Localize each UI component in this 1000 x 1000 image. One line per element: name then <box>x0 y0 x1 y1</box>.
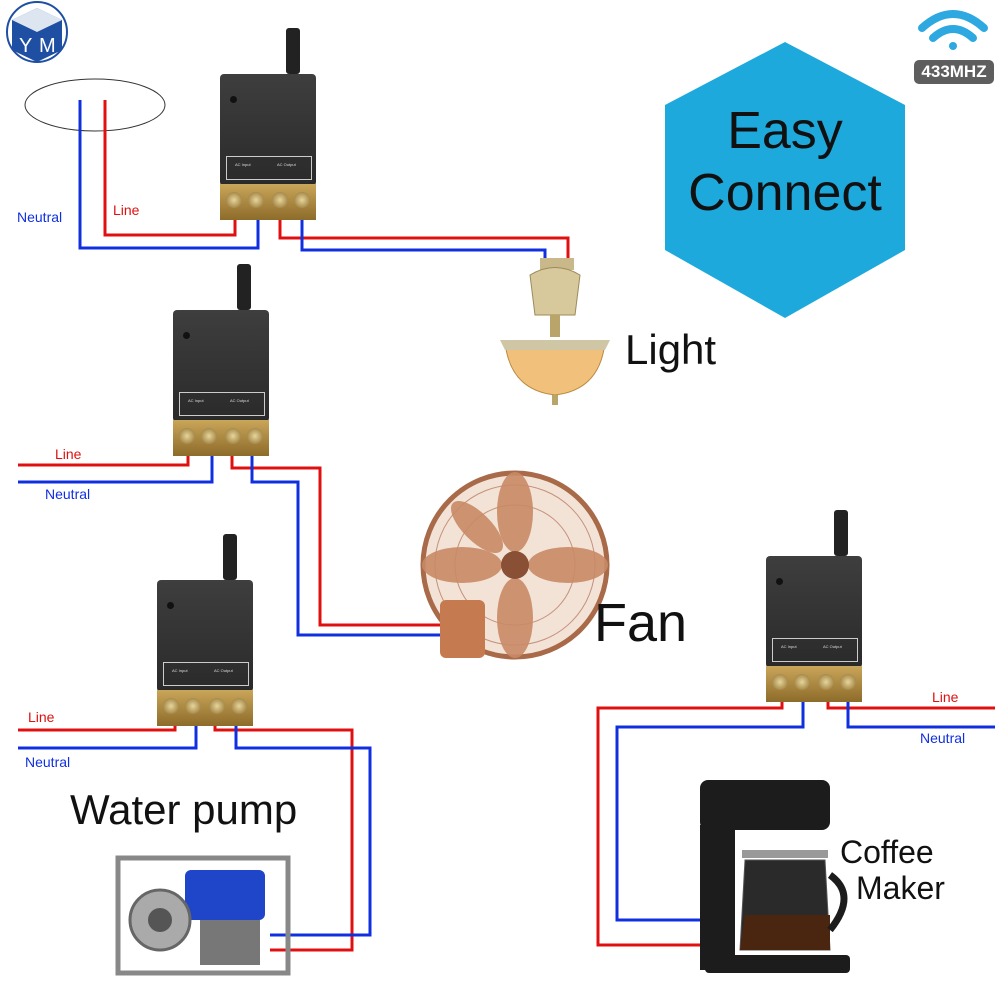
neutral-label: Neutral <box>920 730 966 746</box>
ceiling-lamp-fixture <box>24 78 166 132</box>
coffee-maker-image <box>700 780 850 973</box>
led-indicator <box>167 602 174 609</box>
neutral-wire <box>846 693 995 729</box>
ac-input-label: AC Input <box>235 162 251 167</box>
line-wire <box>213 718 354 952</box>
neutral-wire <box>250 450 440 637</box>
terminal-plate: AC Input AC Output <box>226 156 312 180</box>
line-wire <box>278 205 570 258</box>
ac-input-label: AC Input <box>172 668 188 673</box>
neutral-wire <box>18 718 198 750</box>
ac-output-label: AC Output <box>230 398 249 403</box>
headline-line-1: Easy <box>727 102 843 160</box>
neutral-wire <box>78 100 260 250</box>
coffee-maker-label-line-1: Coffee <box>840 834 934 870</box>
neutral-wire <box>615 693 805 922</box>
line-label: Line <box>55 446 82 462</box>
neutral-wire <box>234 718 372 937</box>
terminal-block <box>220 184 316 220</box>
line-label: Line <box>113 202 140 218</box>
led-indicator <box>230 96 237 103</box>
neutral-label: Neutral <box>45 486 91 502</box>
line-wire <box>103 100 237 237</box>
wall-fan-image <box>420 470 610 660</box>
antenna <box>237 264 251 310</box>
neutral-label: Neutral <box>25 754 71 770</box>
headline-line-2: Connect <box>688 164 882 222</box>
terminal-block <box>157 690 253 726</box>
antenna <box>834 510 848 556</box>
line-wire <box>596 693 784 947</box>
easy-connect-headline: Easy Connect <box>665 100 905 224</box>
terminal-block <box>173 420 269 456</box>
frequency-badge: 433MHZ <box>914 60 994 84</box>
terminal-plate: AC Input AC Output <box>772 638 858 662</box>
svg-text:M: M <box>39 35 56 57</box>
ac-output-label: AC Output <box>277 162 296 167</box>
led-indicator <box>183 332 190 339</box>
neutral-wire <box>18 450 214 484</box>
coffee-maker-label: Coffee Maker <box>840 834 945 906</box>
ym-logo: Y M <box>6 1 68 63</box>
relay-body: AC Input AC Output <box>220 74 316 186</box>
fan-label: Fan <box>594 593 688 653</box>
antenna <box>286 28 300 74</box>
svg-text:Y: Y <box>19 35 32 57</box>
line-wire <box>18 450 190 467</box>
line-wire <box>230 450 440 627</box>
ac-input-label: AC Input <box>188 398 204 403</box>
ac-input-label: AC Input <box>781 644 797 649</box>
antenna <box>223 534 237 580</box>
ac-output-label: AC Output <box>214 668 233 673</box>
chandelier-image <box>500 258 610 405</box>
line-label: Line <box>28 709 55 725</box>
ac-output-label: AC Output <box>823 644 842 649</box>
terminal-block <box>766 666 862 702</box>
water-pump-image <box>115 855 291 976</box>
light-label: Light <box>625 326 717 373</box>
wifi-icon <box>918 10 988 50</box>
relay-body: AC Input AC Output <box>173 310 269 422</box>
terminal-plate: AC Input AC Output <box>163 662 249 686</box>
line-label: Line <box>932 689 959 705</box>
coffee-maker-label-line-2: Maker <box>856 870 945 906</box>
neutral-label: Neutral <box>17 209 63 225</box>
neutral-wire <box>300 205 547 262</box>
relay-body: AC Input AC Output <box>766 556 862 668</box>
terminal-plate: AC Input AC Output <box>179 392 265 416</box>
easy-connect-hexagon <box>665 42 905 318</box>
relay-body: AC Input AC Output <box>157 580 253 692</box>
water-pump-label: Water pump <box>70 786 298 833</box>
led-indicator <box>776 578 783 585</box>
